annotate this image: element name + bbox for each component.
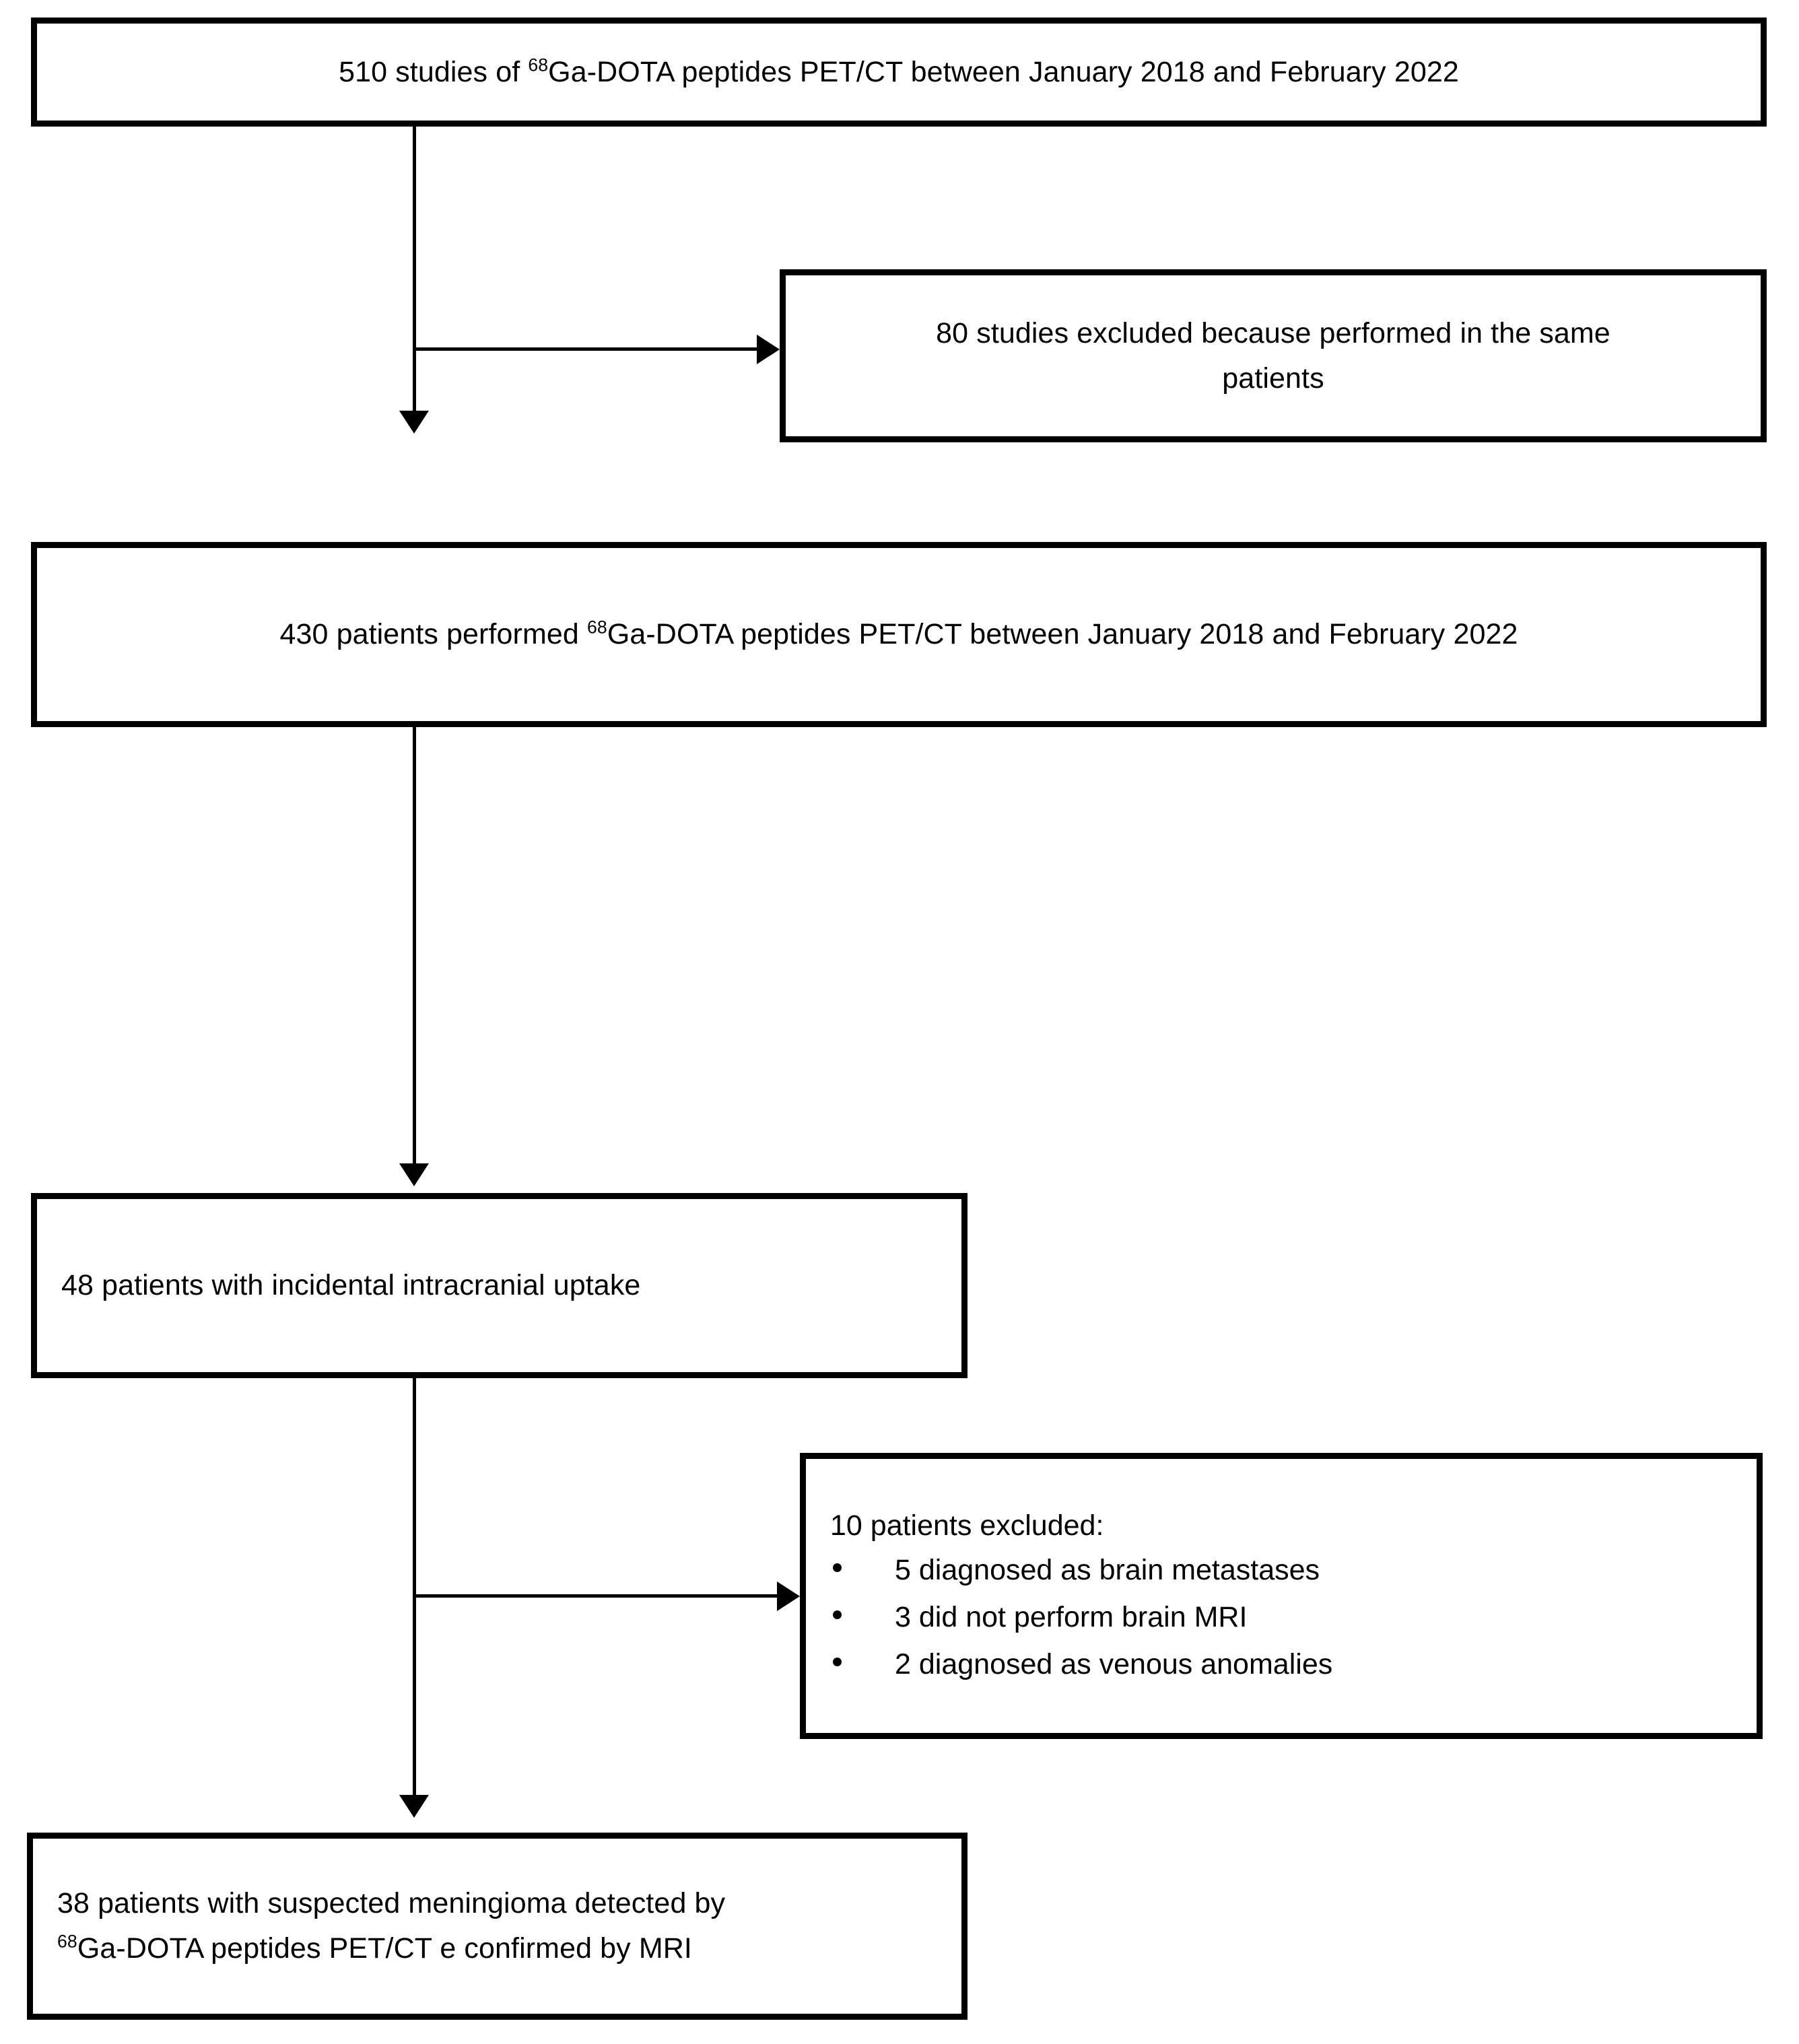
isotope-superscript-68: 68 [528,55,549,75]
bullet-dot-icon [833,1563,842,1573]
node-excluded-studies-line1: 80 studies excluded because performed in… [936,316,1610,349]
list-item-label: 3 did not perform brain MRI [895,1600,1248,1633]
bullet-dot-icon [833,1610,842,1619]
node-excluded-patients-title: 10 patients excluded: [830,1509,1104,1542]
node-final-cohort-line1: 38 patients with suspected meningioma de… [57,1887,726,1920]
node-total-patients-text-pre: 430 patients performed [279,618,587,651]
connector-line-n1-n2 [414,347,759,351]
connector-line-n4-n5 [414,1594,779,1598]
node-total-studies-text-pre: 510 studies of [339,55,529,88]
connector-line-n3-n4 [413,727,416,1171]
node-incidental-uptake-text: 48 patients with incidental intracranial… [61,1269,641,1302]
connector-line-n4-n6 [413,1378,416,1802]
node-total-studies-text: 510 studies of 68Ga-DOTA peptides PET/CT… [75,50,1723,95]
node-excluded-studies: 80 studies excluded because performed in… [780,269,1767,442]
arrowhead-n4-n6 [399,1795,429,1818]
list-item-label: 5 diagnosed as brain metastases [895,1554,1320,1587]
list-item: 5 diagnosed as brain metastases [806,1547,1757,1594]
node-final-cohort-line2-post: Ga-DOTA peptides PET/CT e confirmed by M… [77,1932,692,1965]
node-incidental-uptake: 48 patients with incidental intracranial… [31,1193,968,1378]
isotope-superscript-68: 68 [586,617,607,638]
node-total-studies: 510 studies of 68Ga-DOTA peptides PET/CT… [31,18,1767,127]
list-item: 3 did not perform brain MRI [806,1594,1757,1641]
connector-line-n1-n3 [413,127,416,423]
arrowhead-n4-n5 [777,1581,800,1611]
arrowhead-n1-n3 [399,411,429,434]
node-excluded-patients-bullet-list: 5 diagnosed as brain metastases 3 did no… [806,1547,1757,1688]
node-final-cohort-line2: 68Ga-DOTA peptides PET/CT e confirmed by… [57,1926,961,1971]
node-final-cohort: 38 patients with suspected meningioma de… [27,1833,968,2020]
list-item: 2 diagnosed as venous anomalies [806,1641,1757,1689]
bullet-dot-icon [833,1657,842,1666]
node-total-patients: 430 patients performed 68Ga-DOTA peptide… [31,542,1767,727]
arrowhead-n1-n2 [757,335,780,364]
node-total-studies-text-post: Ga-DOTA peptides PET/CT between January … [548,55,1459,88]
node-excluded-patients: 10 patients excluded: 5 diagnosed as bra… [800,1453,1763,1739]
node-excluded-studies-line2: patients [1222,362,1324,395]
node-total-patients-text-post: Ga-DOTA peptides PET/CT between January … [607,618,1518,651]
isotope-superscript-68: 68 [57,1931,77,1952]
node-total-patients-text: 430 patients performed 68Ga-DOTA peptide… [75,612,1723,657]
arrowhead-n3-n4 [399,1163,429,1186]
list-item-label: 2 diagnosed as venous anomalies [895,1647,1333,1680]
